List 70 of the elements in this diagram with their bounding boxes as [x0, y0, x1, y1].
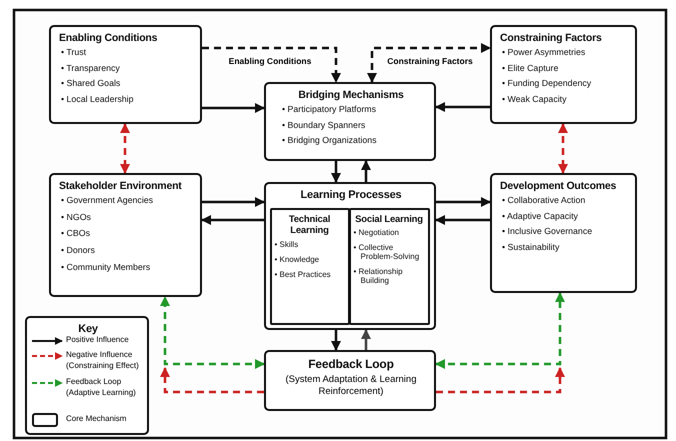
- box-subtitle: (System Adaptation & Learning Reinforcement): [284, 374, 418, 398]
- arrow: [331, 161, 341, 183]
- arrow: [160, 367, 264, 394]
- legend-label: Feedback Loop (Adaptive Learning): [66, 377, 137, 399]
- arrow: [436, 367, 565, 394]
- process-box: [264, 182, 436, 330]
- box-heading: Technical Learning: [288, 214, 332, 238]
- list-item: • Shared Goals: [61, 79, 122, 90]
- double-arrow: [367, 43, 491, 83]
- list-item: • CBOs: [61, 229, 91, 240]
- list-item: • Sustainability: [502, 243, 560, 253]
- double-arrow: [435, 292, 565, 369]
- box-heading: Feedback Loop: [307, 357, 395, 371]
- feedback-box: [264, 350, 436, 411]
- arrow: [331, 330, 341, 351]
- box-heading: Enabling Conditions: [59, 32, 158, 44]
- list-item: • Relationship Building: [354, 268, 404, 286]
- list-item: • Bridging Organizations: [282, 136, 378, 146]
- arrow: [435, 215, 490, 225]
- arrow: [436, 197, 491, 207]
- list-item: • Weak Capacity: [502, 95, 568, 105]
- list-item: • Negotiation: [354, 229, 400, 238]
- list-item: • Participatory Platforms: [282, 105, 378, 115]
- list-item: • NGOs: [61, 212, 92, 222]
- stakeholder-box: [49, 173, 202, 297]
- factor-box: [490, 25, 637, 124]
- box-heading: Bridging Mechanisms: [297, 89, 405, 101]
- box-heading: Constraining Factors: [500, 32, 603, 44]
- arrow: [202, 46, 341, 83]
- legend-label: Negative Influence (Constraining Effect): [66, 350, 140, 372]
- list-item: • Skills: [274, 241, 300, 250]
- list-item: • Collective Problem-Solving: [354, 244, 420, 262]
- box-heading: Social Learning: [354, 214, 424, 226]
- arrow: [202, 197, 265, 207]
- box-heading: Stakeholder Environment: [59, 180, 183, 192]
- learning-panel: [270, 208, 350, 324]
- list-item: • Funding Dependency: [502, 79, 592, 90]
- list-item: • Power Asymmetries: [502, 48, 586, 58]
- list-item: • Inclusive Governance: [502, 227, 594, 238]
- list-item: • Boundary Spanners: [282, 120, 366, 130]
- legend-label: Core Mechanism: [66, 414, 128, 425]
- list-item: • Best Practices: [274, 270, 332, 280]
- legend-label: Positive Influence: [66, 335, 130, 346]
- list-item: • Government Agencies: [61, 196, 154, 206]
- list-item: • Knowledge: [274, 256, 320, 265]
- box-heading: Development Outcomes: [500, 180, 618, 192]
- legend-title: Key: [77, 323, 99, 335]
- edge-label: Enabling Conditions: [226, 56, 314, 66]
- list-item: • Trust: [61, 48, 88, 58]
- arrow: [201, 215, 264, 225]
- condition-box: [49, 25, 202, 124]
- mechanism-box: [264, 82, 436, 161]
- arrow: [202, 103, 265, 113]
- list-item: • Adaptive Capacity: [502, 212, 579, 222]
- arrow: [361, 329, 371, 350]
- box-heading: Learning Processes: [300, 189, 402, 201]
- outcome-box: [490, 173, 637, 293]
- list-item: • Transparency: [61, 64, 121, 74]
- double-arrow: [120, 123, 130, 174]
- learning-panel: [348, 208, 430, 324]
- list-item: • Collaborative Action: [502, 196, 586, 206]
- double-arrow: [160, 296, 265, 369]
- arrow: [435, 102, 490, 112]
- edge-label: Constraining Factors: [385, 56, 475, 66]
- double-arrow: [558, 123, 568, 174]
- list-item: • Community Members: [61, 262, 152, 272]
- list-item: • Elite Capture: [502, 64, 560, 74]
- arrow: [361, 160, 371, 182]
- list-item: • Donors: [61, 246, 96, 256]
- list-item: • Local Leadership: [61, 95, 135, 105]
